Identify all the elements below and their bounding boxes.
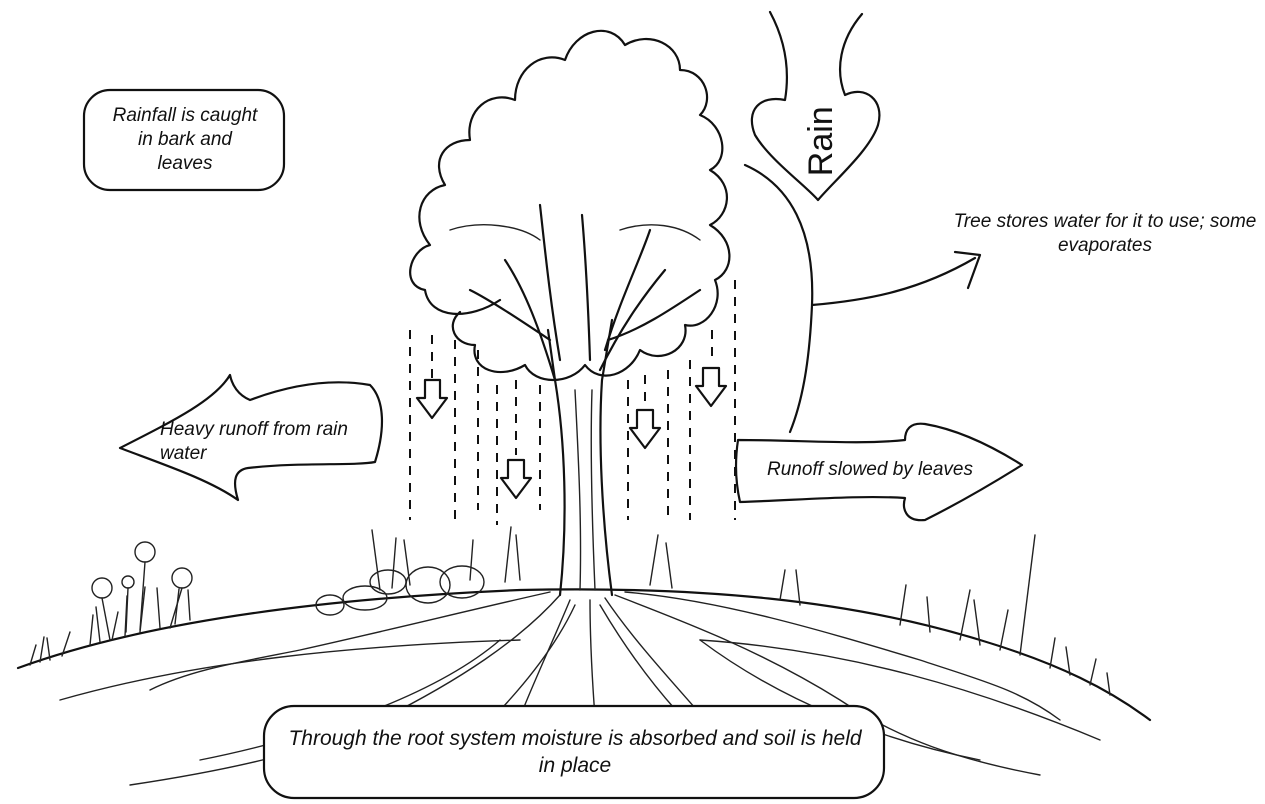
root-system-label: Through the root system moisture is abso…: [280, 712, 870, 792]
tree-canopy: [410, 31, 729, 380]
rocks: [316, 566, 484, 615]
rainfall-caught-label: Rainfall is caught in bark and leaves: [110, 104, 260, 175]
evaporation-arrow: [745, 165, 975, 432]
rain-drip-lines: [410, 280, 735, 525]
rain-label: Rain: [800, 96, 843, 186]
runoff-slowed-label: Runoff slowed by leaves: [740, 458, 1000, 482]
tree-stores-label: Tree stores water for it to use; some ev…: [945, 210, 1265, 258]
tree-trunk: [470, 205, 700, 595]
drip-arrows: [417, 368, 726, 498]
ground-line: [18, 589, 1150, 720]
canopy-shading: [450, 225, 540, 240]
heavy-runoff-label: Heavy runoff from rain water: [160, 418, 360, 466]
canopy-shading: [620, 225, 700, 240]
soil-line: [60, 640, 520, 700]
